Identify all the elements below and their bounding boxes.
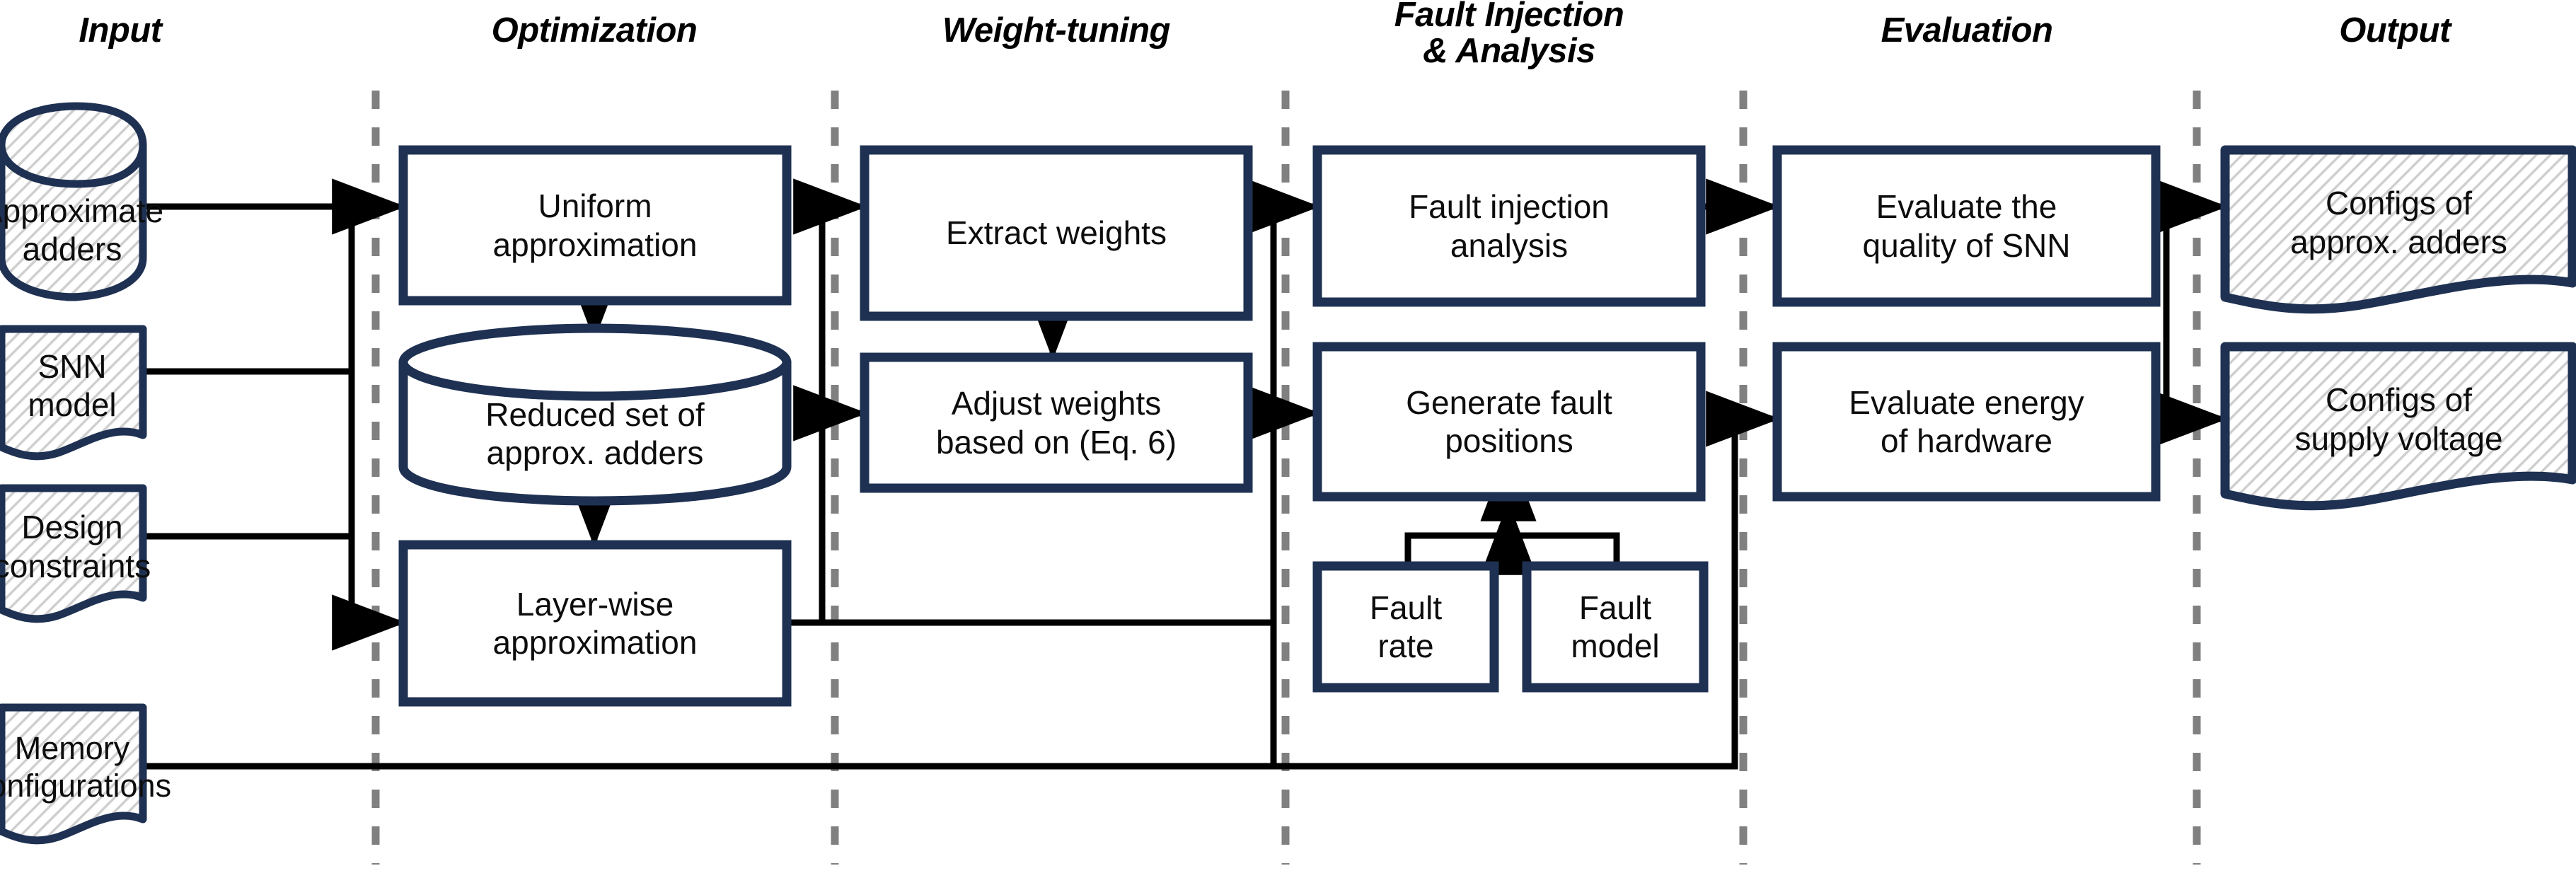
- node-layer-wise-approximation[interactable]: [398, 540, 792, 707]
- node-uniform-approximation[interactable]: [398, 145, 792, 306]
- node-snn-model[interactable]: [0, 325, 147, 461]
- column-header-optimization: Optimization: [491, 11, 698, 50]
- node-generate-fault-positions[interactable]: [1312, 342, 1706, 502]
- node-design-constraints[interactable]: [0, 484, 147, 623]
- node-memory-configurations[interactable]: [0, 703, 147, 845]
- node-approximate-adders[interactable]: [0, 102, 147, 301]
- node-reduced-set-adders[interactable]: [398, 323, 792, 506]
- connectors: [141, 178, 2228, 770]
- column-header-output: Output: [2339, 11, 2451, 50]
- column-header-fault-injection: Fault Injection & Analysis: [1394, 0, 1624, 70]
- node-fault-rate[interactable]: [1312, 561, 1499, 693]
- node-configs-supply-voltage[interactable]: [2220, 342, 2576, 511]
- shapes: [0, 102, 2576, 845]
- column-header-evaluation: Evaluation: [1881, 11, 2053, 50]
- column-header-weight-tuning: Weight-tuning: [942, 11, 1170, 50]
- node-extract-weights[interactable]: [860, 145, 1253, 321]
- node-adjust-weights[interactable]: [860, 352, 1253, 493]
- node-evaluate-energy-hw[interactable]: [1772, 342, 2161, 502]
- edge-memory-configurations-out: [141, 419, 1738, 770]
- node-configs-approx-adders[interactable]: [2220, 145, 2576, 314]
- column-header-input: Input: [79, 11, 162, 50]
- node-evaluate-quality-snn[interactable]: [1772, 145, 2161, 307]
- node-fault-model[interactable]: [1522, 561, 1709, 693]
- node-fault-injection-analysis[interactable]: [1312, 145, 1706, 307]
